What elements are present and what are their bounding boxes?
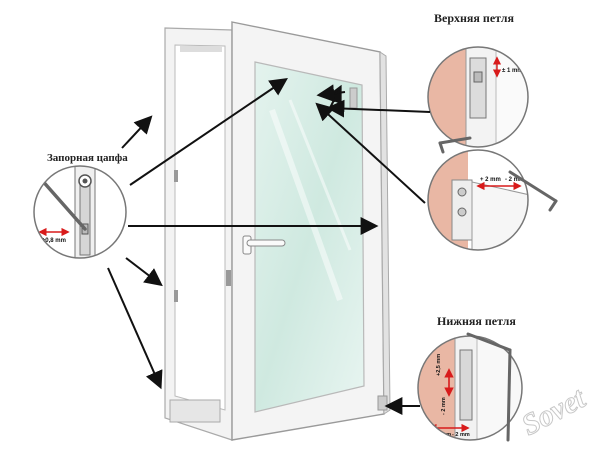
bottom-hinge-up-dimension: +2,5 mm	[436, 354, 442, 376]
top-hinge-callout: ± 1 mm	[427, 46, 529, 148]
top-hinge-vertical-dimension: ± 1 mm	[502, 68, 523, 74]
hex-key-icon	[38, 176, 87, 231]
top-hinge-right-dimension: - 2 mm	[505, 177, 524, 183]
bottom-hinge-callout: +2,5 mm - 2 mm + 2 mm - 2 mm	[417, 332, 523, 442]
window-glass	[254, 61, 365, 413]
arrow-icon	[107, 77, 431, 415]
pin-offset-dimension: ±0,8 mm	[42, 238, 66, 244]
top-hinge-label: Верхняя петля	[434, 11, 514, 25]
locking-pin-label: Запорная цапфа	[47, 152, 128, 164]
top-hinge-side-callout: + 2 mm - 2 mm	[427, 149, 558, 251]
top-hinge-left-dimension: + 2 mm	[480, 177, 501, 183]
bottom-hinge-label: Нижняя петля	[437, 314, 516, 328]
watermark: Sovet	[516, 380, 593, 442]
watermark-text: Sovet	[516, 381, 592, 442]
bottom-hinge-down-dimension: - 2 mm	[441, 397, 447, 415]
locking-pin-callout: ±0,8 mm	[33, 165, 127, 259]
window	[164, 21, 391, 441]
bottom-hinge-right-dimension: - 2 mm	[452, 432, 470, 438]
window-handle-icon	[242, 235, 286, 255]
